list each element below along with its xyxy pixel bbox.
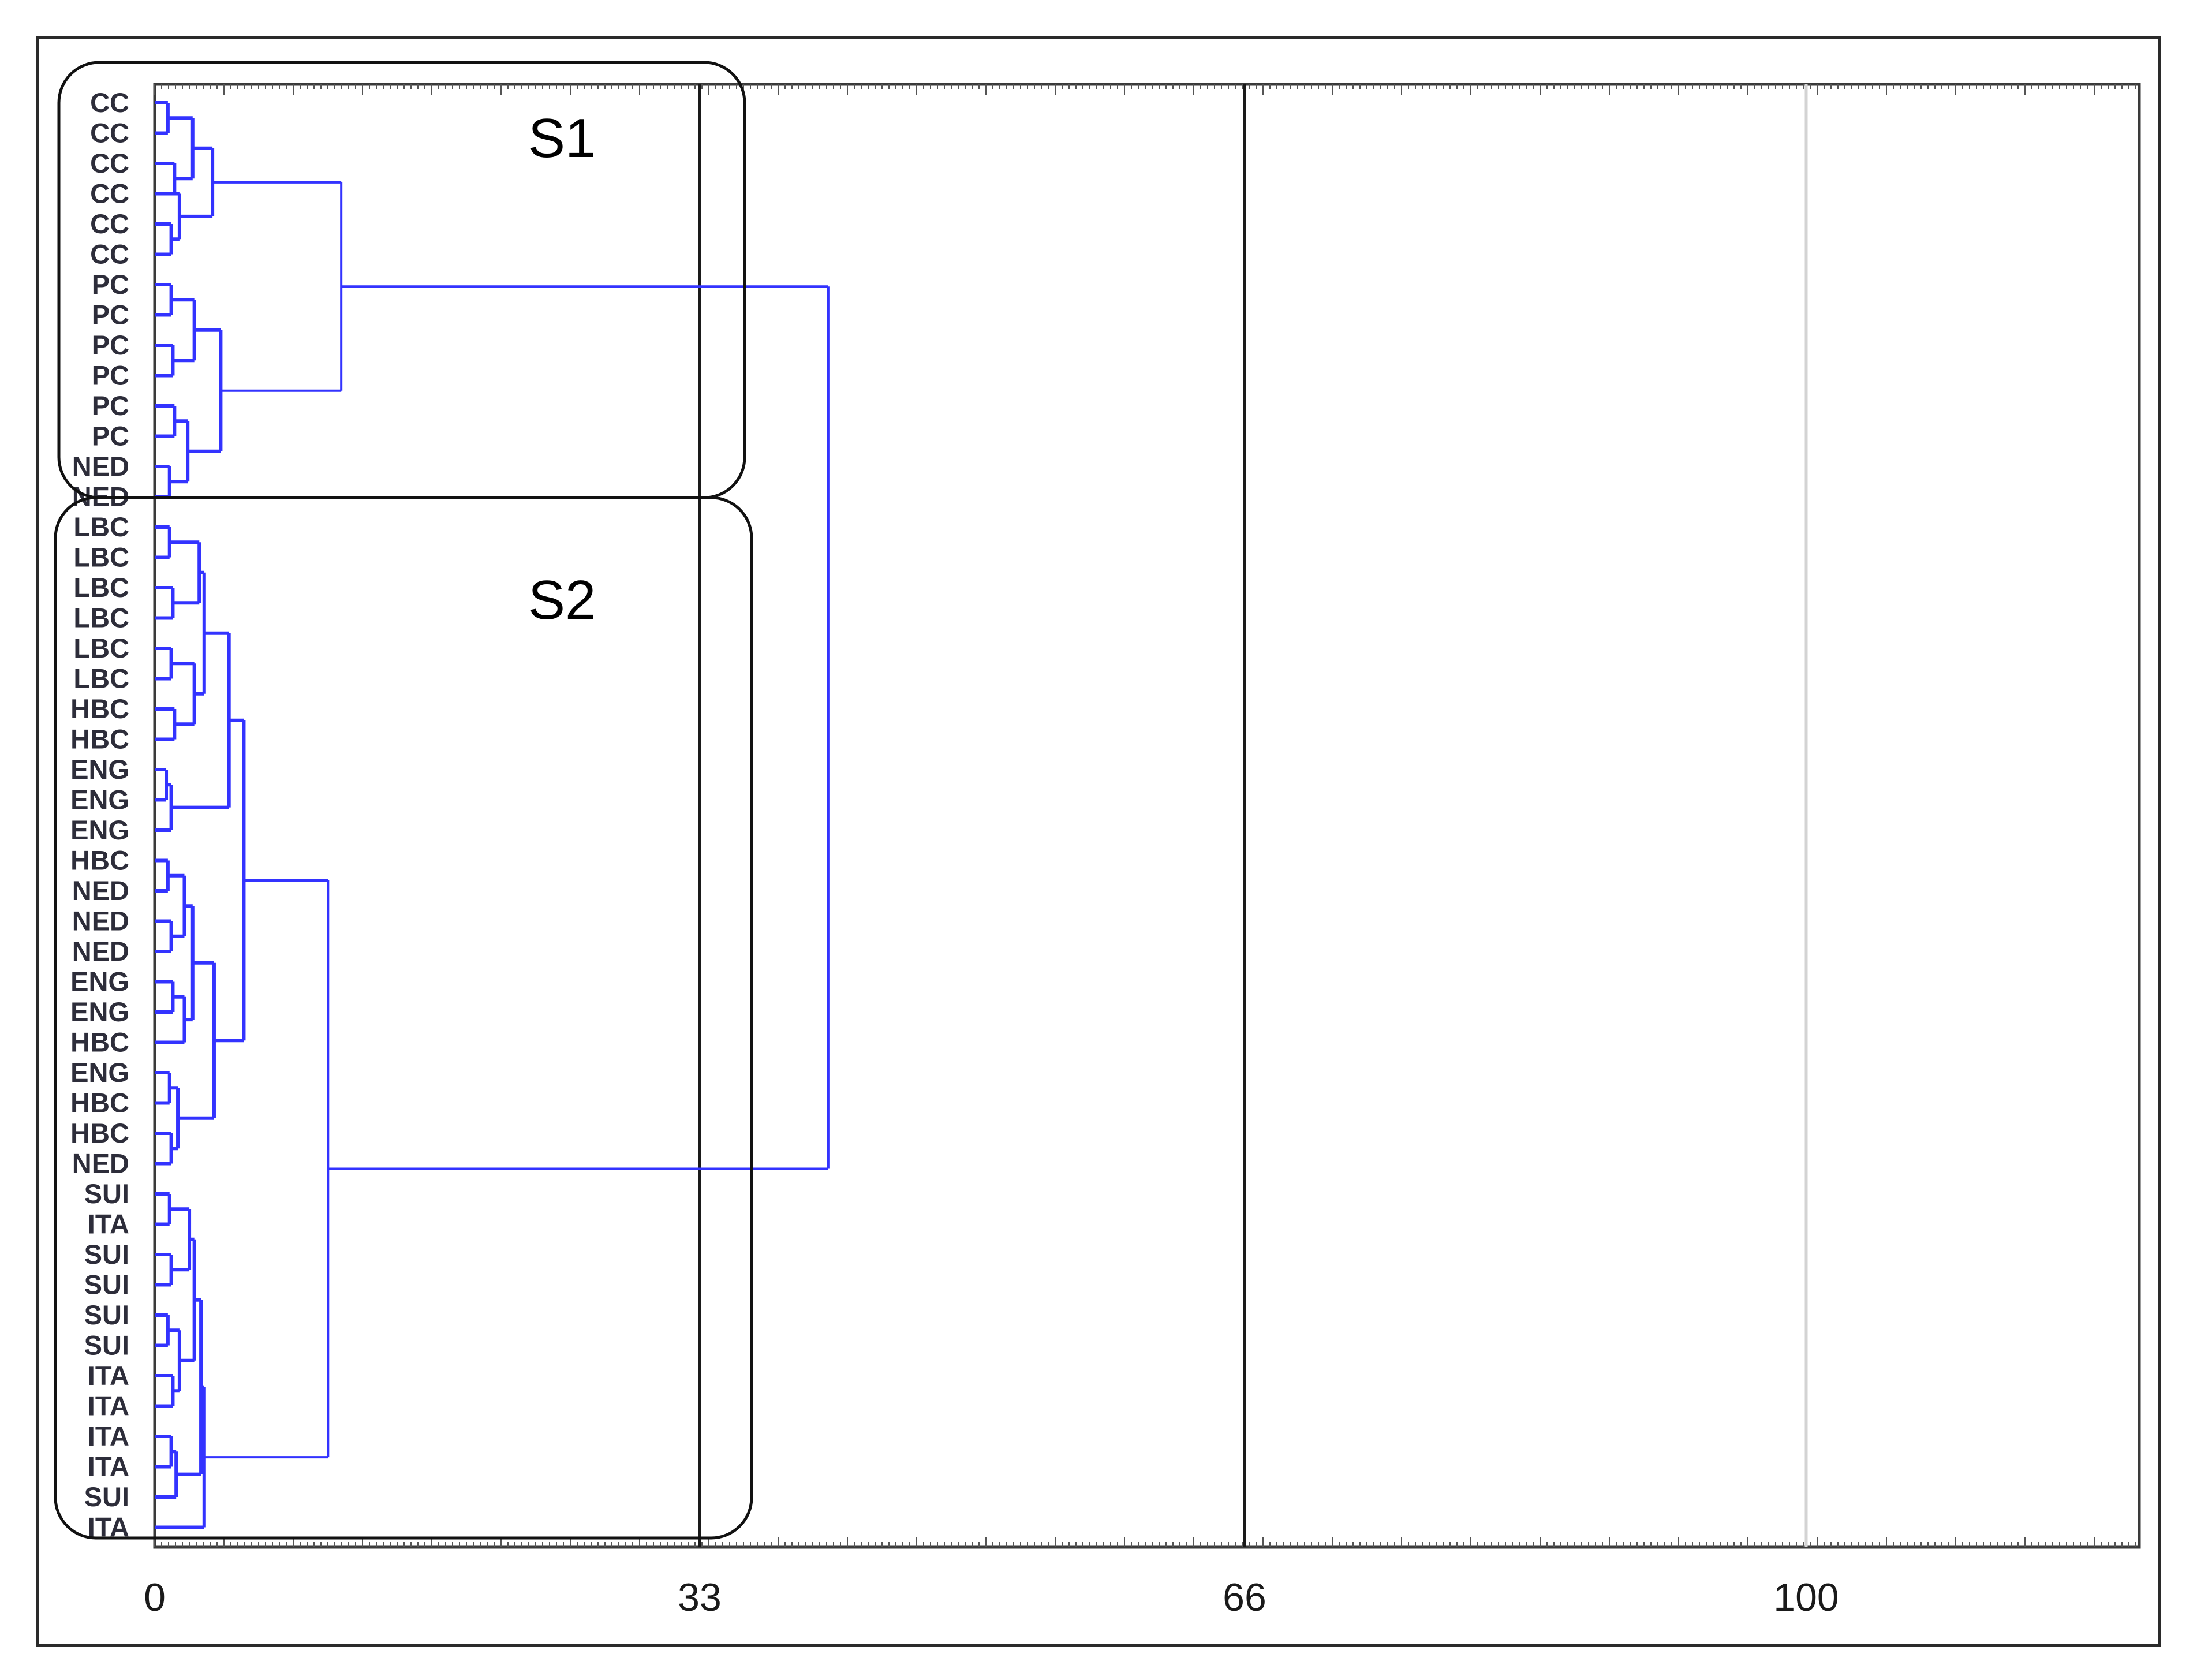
leaf-label: HBC	[70, 724, 129, 755]
leaf-label: LBC	[73, 512, 129, 542]
leaf-label: CC	[90, 208, 129, 239]
leaf-label: PC	[92, 421, 129, 451]
leaf-label: LBC	[73, 542, 129, 573]
axis-ticks	[154, 84, 2136, 1547]
leaf-label: SUI	[84, 1178, 129, 1209]
leaf-label: NED	[72, 451, 129, 481]
leaf-label: PC	[92, 330, 129, 360]
leaf-label: SUI	[84, 1330, 129, 1361]
leaf-label: ITA	[88, 1360, 129, 1391]
group-label-s2: S2	[528, 569, 596, 631]
leaf-label: LBC	[73, 663, 129, 694]
leaf-label: ENG	[70, 1057, 129, 1088]
leaf-label: PC	[92, 300, 129, 330]
x-tick-66: 66	[1223, 1576, 1266, 1619]
leaf-label: PC	[92, 269, 129, 300]
leaf-label: NED	[72, 875, 129, 906]
leaf-label: LBC	[73, 572, 129, 603]
leaf-label: HBC	[70, 693, 129, 724]
leaf-label: NED	[72, 936, 129, 966]
leaf-label: ITA	[88, 1209, 129, 1240]
leaf-label: ITA	[88, 1421, 129, 1451]
leaf-label: HBC	[70, 1088, 129, 1118]
x-tick-0: 0	[144, 1576, 166, 1619]
leaf-label: PC	[92, 390, 129, 421]
x-tick-100: 100	[1773, 1576, 1839, 1619]
leaf-label: ITA	[88, 1451, 129, 1482]
leaf-label: NED	[72, 906, 129, 936]
leaf-label: SUI	[84, 1481, 129, 1512]
leaf-label: HBC	[70, 845, 129, 876]
leaf-label: PC	[92, 360, 129, 391]
leaf-label: LBC	[73, 633, 129, 663]
leaf-label: CC	[90, 87, 129, 118]
dendrogram-branches	[155, 101, 830, 1529]
leaf-label: LBC	[73, 603, 129, 633]
leaf-label: ITA	[88, 1391, 129, 1421]
leaf-label: CC	[90, 178, 129, 209]
leaf-label: ENG	[70, 815, 129, 845]
leaf-label: CC	[90, 118, 129, 148]
leaf-label: SUI	[84, 1239, 129, 1270]
leaf-label: ENG	[70, 754, 129, 785]
leaf-labels: CCCCCCCCCCCCPCPCPCPCPCPCNEDNEDLBCLBCLBCL…	[70, 87, 129, 1543]
leaf-label: ENG	[70, 785, 129, 815]
leaf-label: HBC	[70, 1118, 129, 1148]
leaf-label: SUI	[84, 1270, 129, 1300]
leaf-label: CC	[90, 239, 129, 270]
group-brackets	[54, 61, 753, 1540]
leaf-label: SUI	[84, 1300, 129, 1330]
group-label-s1: S1	[528, 107, 596, 169]
plot-axes	[153, 83, 2141, 1549]
leaf-label: CC	[90, 148, 129, 178]
plot-area	[153, 83, 2141, 1549]
group-bracket-s1	[57, 61, 746, 499]
leaf-label: HBC	[70, 1027, 129, 1058]
leaf-label: NED	[72, 1148, 129, 1179]
x-tick-33: 33	[678, 1576, 722, 1619]
leaf-label: ENG	[70, 966, 129, 997]
leaf-label: ENG	[70, 996, 129, 1027]
group-bracket-s2	[54, 496, 753, 1540]
